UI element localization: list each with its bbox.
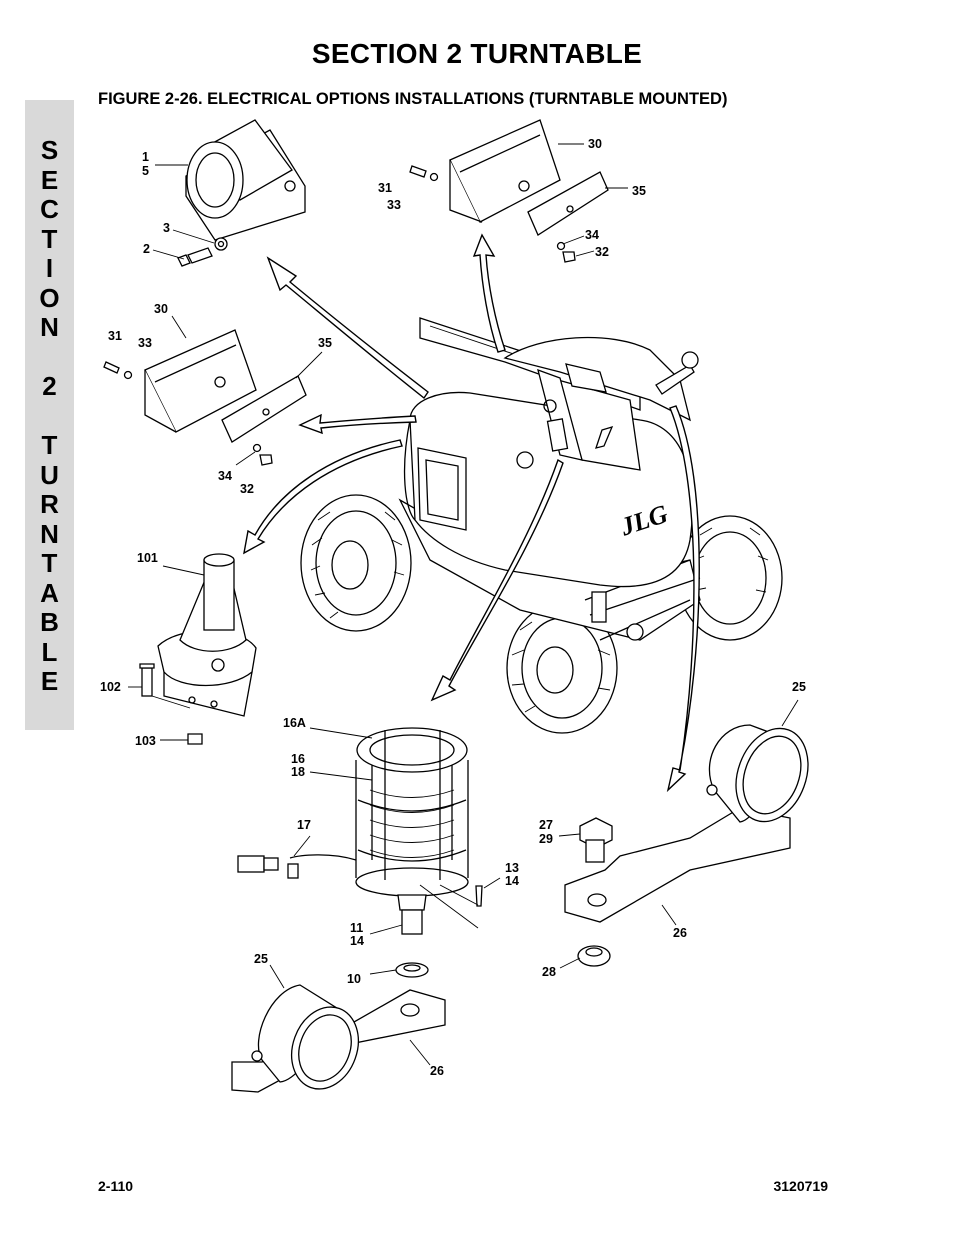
callout-34-top: 34 [585, 228, 599, 242]
callout-101: 101 [137, 551, 158, 565]
callout-25-left: 25 [254, 952, 268, 966]
side-tab-letter: T [41, 548, 58, 578]
callout-14-b: 14 [350, 934, 364, 948]
callout-30-top: 30 [588, 137, 602, 151]
work-light-assembly-top [409, 119, 628, 263]
section-title: SECTION 2 TURNTABLE [311, 38, 643, 69]
beacon-bracket-left [231, 964, 446, 1093]
callout-34-left: 34 [218, 469, 232, 483]
page-number: 2-110 [98, 1178, 134, 1194]
side-tab-letter: E [40, 164, 59, 195]
callout-16a: 16A [283, 716, 306, 730]
side-tab-letter: T [41, 223, 58, 254]
callout-31-top: 31 [378, 181, 392, 195]
backup-alarm-assembly [152, 119, 306, 267]
callout-33-left: 33 [138, 336, 152, 350]
callout-32-left: 32 [240, 482, 254, 496]
figure-title: FIGURE 2-26. ELECTRICAL OPTIONS INSTALLA… [98, 90, 728, 108]
side-tab-letter: O [39, 282, 60, 313]
side-tab-letter: U [40, 459, 59, 490]
callout-102: 102 [100, 680, 121, 694]
beacon-mount-assembly [128, 553, 257, 745]
side-tab-letter: R [40, 489, 59, 519]
side-tab-letter: 2 [42, 371, 57, 401]
callout-5: 5 [142, 164, 149, 178]
callout-26-left: 26 [430, 1064, 444, 1078]
callout-17: 17 [297, 818, 311, 832]
callout-28: 28 [542, 965, 556, 979]
wheel-rear-left [300, 494, 412, 632]
callout-35-top: 35 [632, 184, 646, 198]
callout-29: 29 [539, 832, 553, 846]
callout-10: 10 [347, 972, 361, 986]
side-tab-letter: N [40, 518, 59, 549]
side-tab-letter: S [40, 135, 59, 165]
side-tab-letter: T [41, 430, 58, 460]
callout-1: 1 [142, 150, 149, 164]
work-light-assembly-left [103, 315, 323, 466]
callout-3: 3 [163, 221, 170, 235]
side-tab-letter: N [40, 312, 59, 342]
caged-beacon-assembly [237, 727, 501, 978]
wheel-front-left [506, 602, 618, 734]
document-number: 3120719 [773, 1178, 828, 1194]
installation-arrows [243, 233, 700, 793]
callout-13: 13 [505, 861, 519, 875]
callout-26-right: 26 [673, 926, 687, 940]
callout-2: 2 [143, 242, 150, 256]
callout-30-left: 30 [154, 302, 168, 316]
beacon-bracket-right [558, 699, 809, 969]
side-tab-letter: A [40, 577, 59, 608]
callout-11: 11 [350, 921, 363, 935]
callout-25-right: 25 [792, 680, 806, 694]
side-tab-letter: E [40, 666, 59, 696]
callout-16: 16 [291, 752, 305, 766]
callout-18: 18 [291, 765, 305, 779]
callout-33-top: 33 [387, 198, 401, 212]
callout-35-left: 35 [318, 336, 332, 350]
callout-labels: 1 5 3 2 30 31 33 35 34 32 30 31 33 35 34… [100, 137, 806, 1078]
side-tab-letter: L [41, 636, 58, 667]
callout-27: 27 [539, 818, 553, 832]
side-tab-letter: I [45, 253, 54, 283]
aerial-lift-machine: JLG [300, 317, 783, 734]
callout-103: 103 [135, 734, 156, 748]
callout-14-a: 14 [505, 874, 519, 888]
side-tab-letter: B [40, 607, 59, 637]
callout-32-top: 32 [595, 245, 609, 259]
callout-31-left: 31 [108, 329, 122, 343]
side-tab-letter: C [40, 194, 59, 224]
